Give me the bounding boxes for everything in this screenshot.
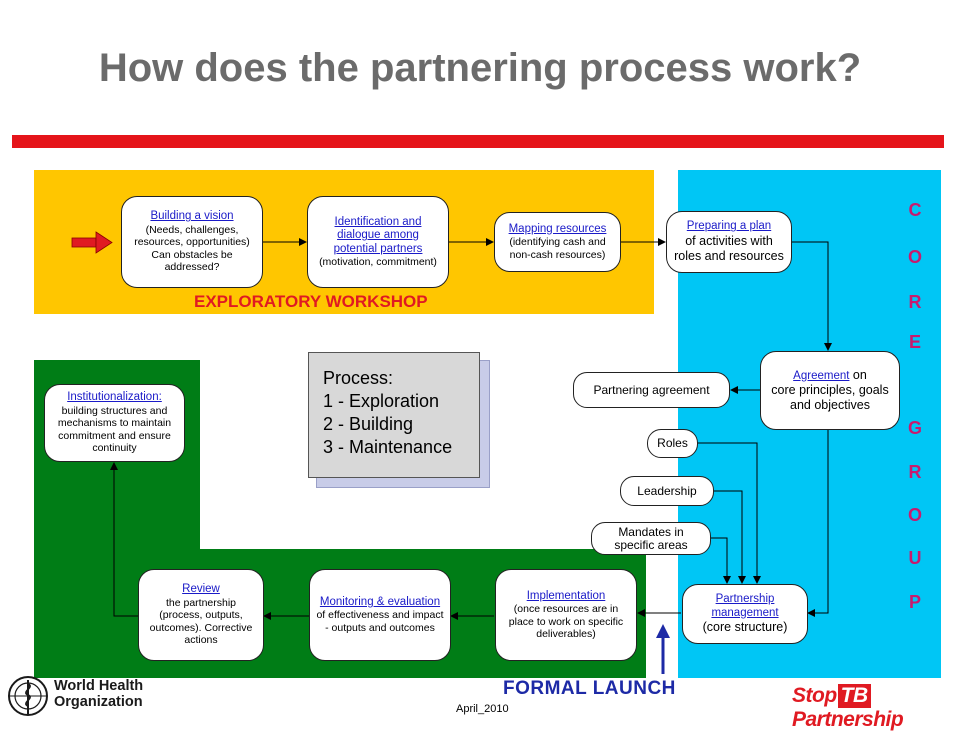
node-partnership-management: Partnership management (core structure) bbox=[682, 584, 808, 644]
arrow-roles-to-management bbox=[697, 442, 761, 584]
node-implementation-body: (once resources are in place to work on … bbox=[508, 603, 624, 640]
arrow-mandates-to-management bbox=[711, 537, 731, 584]
process-step-1: 1 - Exploration bbox=[323, 391, 440, 411]
group-letter-g: G bbox=[907, 418, 922, 438]
node-roles: Roles bbox=[647, 429, 698, 458]
arrow-preparing-to-agreement bbox=[792, 241, 832, 351]
group-letter-u: U bbox=[908, 548, 922, 568]
node-management-head: Partnership management bbox=[711, 593, 779, 619]
node-preparing-body: of activities with roles and resources bbox=[674, 233, 784, 263]
who-line-1: World Health bbox=[54, 678, 144, 694]
node-institutionalization: Institutionalization: building structure… bbox=[44, 384, 185, 462]
blue-up-arrow-icon bbox=[656, 624, 670, 674]
node-monitoring-body: of effectiveness and impact - outputs an… bbox=[316, 609, 444, 634]
process-step-2: 2 - Building bbox=[323, 414, 414, 434]
group-letter-r: R bbox=[908, 462, 922, 482]
process-step-3: 3 - Maintenance bbox=[323, 437, 453, 457]
node-agreement-head: Agreement bbox=[793, 369, 850, 382]
footer-date: April_2010 bbox=[456, 703, 509, 715]
red-start-arrow-icon bbox=[71, 231, 113, 254]
exploratory-workshop-label: EXPLORATORY WORKSHOP bbox=[194, 292, 428, 311]
node-institutionalization-body: building structures and mechanisms to ma… bbox=[57, 404, 172, 455]
group-letter-o: O bbox=[907, 505, 922, 525]
node-identification-body: (motivation, commitment) bbox=[319, 256, 437, 268]
who-emblem-icon bbox=[8, 676, 48, 716]
stoptb-logo-tb: TB bbox=[837, 684, 871, 708]
node-agreement: Agreement on core principles, goals and … bbox=[760, 351, 900, 430]
node-monitoring-head: Monitoring & evaluation bbox=[319, 595, 441, 608]
core-letter-r: R bbox=[908, 292, 922, 312]
node-implementation-head: Implementation bbox=[526, 589, 606, 602]
node-implementation: Implementation (once resources are in pl… bbox=[495, 569, 637, 661]
node-identification: Identification and dialogue among potent… bbox=[307, 196, 449, 288]
arrow-review-to-institutionalization bbox=[110, 462, 138, 617]
node-identification-head: Identification and dialogue among potent… bbox=[333, 215, 423, 255]
core-letter-c: C bbox=[908, 200, 922, 220]
node-agreement-body: core principles, goals and objectives bbox=[771, 383, 889, 413]
node-agreement-head-suffix: on bbox=[849, 367, 867, 382]
node-partnering-agreement: Partnering agreement bbox=[573, 372, 730, 408]
formal-launch-label: FORMAL LAUNCH bbox=[503, 678, 676, 699]
node-building-vision-head: Building a vision bbox=[150, 210, 234, 223]
stoptb-logo-pre: Stop bbox=[792, 684, 837, 707]
who-line-2: Organization bbox=[54, 694, 143, 710]
core-letter-o: O bbox=[907, 247, 922, 267]
process-legend-box: Process: 1 - Exploration 2 - Building 3 … bbox=[308, 352, 480, 478]
group-letter-p: P bbox=[908, 592, 921, 612]
who-logo bbox=[4, 674, 154, 718]
node-monitoring: Monitoring & evaluation of effectiveness… bbox=[309, 569, 451, 661]
title-divider-bar bbox=[12, 135, 944, 148]
node-preparing-head: Preparing a plan bbox=[686, 220, 772, 233]
node-review-head: Review bbox=[182, 583, 220, 596]
node-review: Review the partnership (process, outputs… bbox=[138, 569, 264, 661]
node-preparing-plan: Preparing a plan of activities with role… bbox=[666, 211, 792, 273]
node-institutionalization-head: Institutionalization: bbox=[67, 391, 162, 404]
node-leadership: Leadership bbox=[620, 476, 714, 506]
who-logo-text: World Health Organization bbox=[54, 678, 143, 710]
node-management-body: (core structure) bbox=[702, 620, 788, 634]
node-building-vision-body: (Needs, challenges, resources, opportuni… bbox=[134, 223, 250, 274]
page-title: How does the partnering process work? bbox=[98, 46, 862, 90]
node-review-body: the partnership (process, outputs, outco… bbox=[149, 596, 253, 647]
process-heading: Process: bbox=[323, 368, 394, 388]
core-letter-e: E bbox=[908, 332, 921, 352]
node-mapping-head: Mapping resources bbox=[508, 222, 607, 235]
node-mapping-body: (identifying cash and non-cash resources… bbox=[509, 236, 606, 261]
node-mandates: Mandates in specific areas bbox=[591, 522, 711, 555]
node-building-vision: Building a vision (Needs, challenges, re… bbox=[121, 196, 263, 288]
node-mapping-resources: Mapping resources (identifying cash and … bbox=[494, 212, 621, 272]
arrow-leadership-to-management bbox=[714, 490, 746, 584]
